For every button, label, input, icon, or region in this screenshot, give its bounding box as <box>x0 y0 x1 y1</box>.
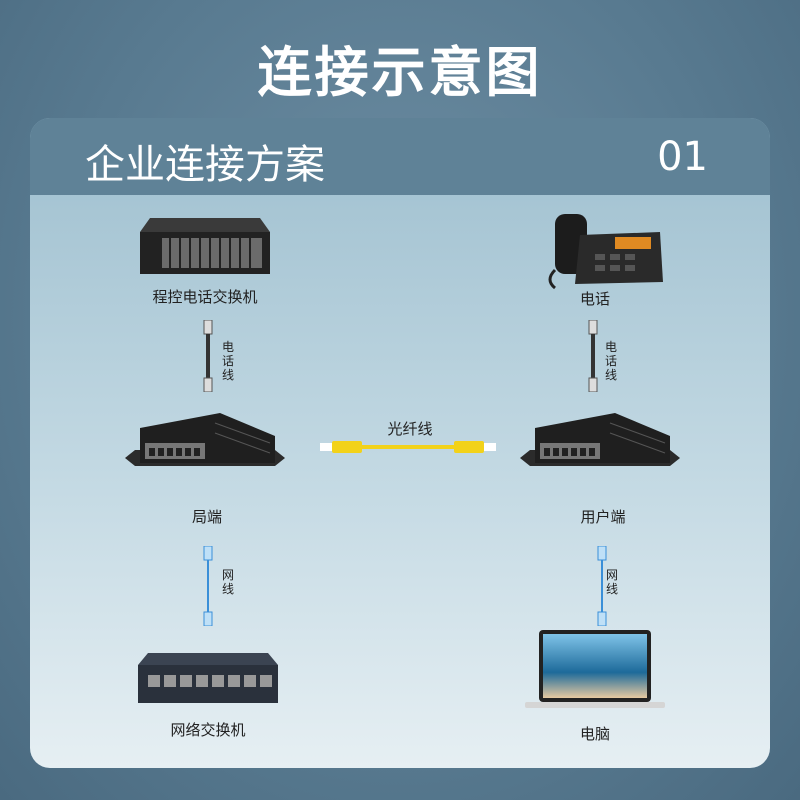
network-switch-label: 网络交换机 <box>170 721 246 739</box>
net-right-label: 网线 <box>606 568 619 596</box>
net-right-cable <box>596 546 608 626</box>
central-label: 局端 <box>191 508 222 526</box>
phone-line-right-label: 电话线 <box>605 340 618 382</box>
phone-line-right-cable <box>587 320 599 392</box>
net-left-label: 网线 <box>222 568 235 596</box>
network-switch-image <box>138 653 278 705</box>
laptop-image <box>525 630 665 712</box>
phone-device-image <box>525 210 665 290</box>
central-converter-image <box>125 408 285 483</box>
phone-line-left-cable <box>202 320 214 392</box>
section-title: 企业连接方案 <box>85 142 325 188</box>
fiber-label: 光纤线 <box>387 420 433 438</box>
user-label: 用户端 <box>580 508 626 526</box>
page-title: 连接示意图 <box>257 41 543 104</box>
diagram-card: 企业连接方案 01 程控电话交换机 电话 电话线 电话线 局端 用户端 光纤线 … <box>30 118 770 768</box>
section-number: 01 <box>657 134 708 180</box>
user-converter-image <box>520 408 680 483</box>
net-left-cable <box>202 546 214 626</box>
section-header: 企业连接方案 01 <box>30 118 770 195</box>
phone-label: 电话 <box>579 290 610 308</box>
pbx-label: 程控电话交换机 <box>152 288 258 306</box>
fiber-cable <box>320 440 496 454</box>
pc-label: 电脑 <box>579 725 610 743</box>
pbx-device-image <box>140 218 270 276</box>
phone-line-left-label: 电话线 <box>222 340 235 382</box>
